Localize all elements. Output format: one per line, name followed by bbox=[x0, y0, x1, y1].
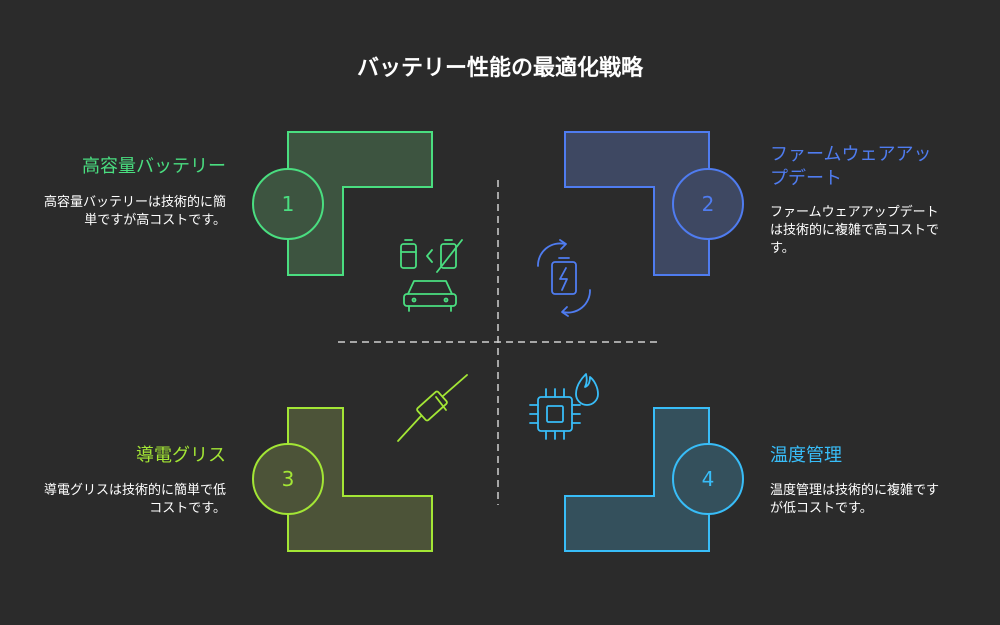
quadrant-4-circle bbox=[672, 443, 744, 515]
quadrant-1-description: 高容量バッテリーは技術的に簡単ですが高コストです。 bbox=[43, 195, 226, 228]
quadrant-3-number: 3 bbox=[282, 467, 295, 491]
quadrant-1-circle bbox=[252, 168, 324, 240]
quadrant-2-shape bbox=[564, 131, 710, 276]
page-title: バッテリー性能の最適化戦略 bbox=[356, 56, 643, 81]
quadrant-4-shape bbox=[564, 407, 710, 552]
quadrant-1-shape bbox=[287, 131, 433, 276]
quadrant-1-title: 高容量バッテリー bbox=[82, 156, 226, 177]
quadrant-3-description: 導電グリスは技術的に簡単で低コストです。 bbox=[43, 483, 226, 516]
quadrant-3-title: 導電グリス bbox=[136, 445, 226, 466]
quadrant-3-shape bbox=[287, 407, 433, 552]
flame-icon bbox=[575, 373, 599, 406]
battery-swap-icon bbox=[400, 239, 463, 273]
car-icon bbox=[403, 280, 457, 312]
quadrant-2-title: ファームウェアアップデート bbox=[770, 144, 932, 189]
quadrant-1-number: 1 bbox=[282, 192, 295, 216]
cpu-icon bbox=[529, 388, 581, 440]
quadrant-4-title: 温度管理 bbox=[770, 445, 842, 466]
battery-refresh-icon bbox=[537, 239, 591, 317]
quadrant-4-number: 4 bbox=[702, 467, 715, 491]
quadrant-4-description: 温度管理は技術的に複雑ですが低コストです。 bbox=[770, 483, 940, 516]
quadrant-2-number: 2 bbox=[702, 192, 715, 216]
diode-icon bbox=[397, 374, 468, 442]
quadrant-3-circle bbox=[252, 443, 324, 515]
quadrant-2-circle bbox=[672, 168, 744, 240]
quadrant-2-description: ファームウェアアップデートは技術的に複雑で高コストです。 bbox=[770, 205, 940, 256]
